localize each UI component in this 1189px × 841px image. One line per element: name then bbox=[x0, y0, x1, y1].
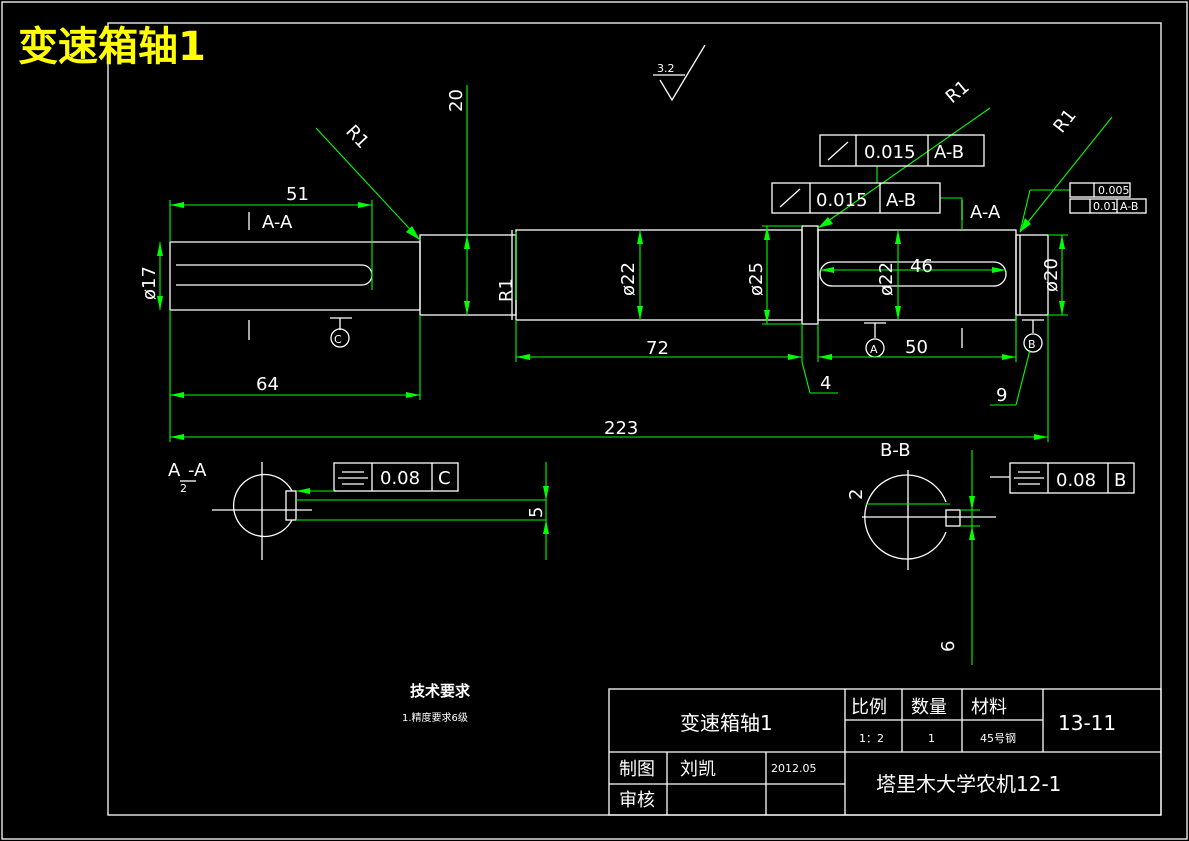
svg-text:A: A bbox=[870, 343, 878, 356]
svg-text:72: 72 bbox=[646, 338, 669, 359]
svg-text:0.08: 0.08 bbox=[380, 468, 420, 489]
svg-text:R1: R1 bbox=[1049, 105, 1080, 137]
svg-text:46: 46 bbox=[910, 256, 933, 277]
svg-text:材料: 材料 bbox=[971, 697, 1007, 718]
svg-text:0.015: 0.015 bbox=[864, 142, 916, 163]
section-view-a: A 2 -A 0.08 C bbox=[168, 460, 459, 560]
svg-text:50: 50 bbox=[905, 337, 928, 358]
svg-text:9: 9 bbox=[996, 385, 1007, 406]
drawing-title: 变速箱轴1 bbox=[18, 24, 206, 70]
title-block: 变速箱轴1 比例 数量 材料 1：2 1 45号钢 13-11 制图 刘凯 20… bbox=[608, 688, 1162, 816]
svg-text:0.005: 0.005 bbox=[1098, 184, 1130, 197]
svg-text:ø20: ø20 bbox=[1041, 258, 1062, 292]
roughness-symbol: 3.2 bbox=[653, 44, 706, 102]
svg-text:A-B: A-B bbox=[1120, 200, 1138, 213]
svg-text:塔里木大学农机12-1: 塔里木大学农机12-1 bbox=[876, 772, 1061, 796]
svg-text:A-B: A-B bbox=[934, 142, 964, 163]
datum-a: A bbox=[864, 322, 886, 358]
shaft-outline bbox=[169, 225, 1049, 325]
section-view-b: B-B 0.08 B bbox=[862, 440, 1135, 570]
svg-text:1：2: 1：2 bbox=[859, 732, 884, 745]
svg-text:比例: 比例 bbox=[851, 697, 887, 718]
svg-text:0.08: 0.08 bbox=[1056, 470, 1096, 491]
svg-text:R1: R1 bbox=[942, 76, 974, 107]
datum-b: B bbox=[1022, 319, 1044, 353]
svg-text:制图: 制图 bbox=[619, 759, 655, 780]
section-b-label: A-A bbox=[970, 202, 1001, 223]
svg-text:ø25: ø25 bbox=[746, 262, 767, 296]
svg-text:0.01: 0.01 bbox=[1093, 200, 1118, 213]
svg-text:审核: 审核 bbox=[619, 790, 655, 811]
svg-text:20: 20 bbox=[446, 89, 467, 112]
svg-text:1: 1 bbox=[928, 732, 935, 745]
svg-text:3.2: 3.2 bbox=[657, 62, 675, 75]
svg-text:5: 5 bbox=[526, 507, 547, 518]
svg-text:-A: -A bbox=[188, 460, 207, 481]
svg-text:2012.05: 2012.05 bbox=[771, 762, 817, 775]
section-a-dims: 5 bbox=[296, 462, 549, 560]
svg-text:B: B bbox=[1028, 338, 1036, 351]
svg-text:45号钢: 45号钢 bbox=[980, 732, 1016, 745]
section-a-label: A-A bbox=[262, 212, 293, 233]
svg-text:2: 2 bbox=[846, 489, 867, 500]
datum-c: C bbox=[330, 317, 352, 348]
notes-item-1: 1.精度要求6级 bbox=[402, 711, 468, 724]
svg-text:B: B bbox=[1114, 470, 1126, 491]
svg-text:数量: 数量 bbox=[911, 697, 947, 718]
svg-text:R1: R1 bbox=[341, 121, 373, 153]
svg-text:A-B: A-B bbox=[886, 190, 916, 211]
svg-text:B-B: B-B bbox=[880, 440, 911, 461]
svg-text:A: A bbox=[168, 460, 181, 481]
runout-frame-2: 0.015 A-B bbox=[771, 182, 941, 214]
runout-frame-1: 0.015 A-B bbox=[819, 134, 985, 167]
svg-text:R1: R1 bbox=[496, 278, 517, 302]
svg-text:ø22: ø22 bbox=[618, 262, 639, 296]
svg-text:0.015: 0.015 bbox=[816, 190, 868, 211]
svg-text:ø22: ø22 bbox=[876, 262, 897, 296]
svg-text:变速箱轴1: 变速箱轴1 bbox=[680, 711, 773, 735]
svg-text:刘凯: 刘凯 bbox=[680, 759, 716, 780]
svg-text:2: 2 bbox=[180, 482, 187, 495]
svg-text:C: C bbox=[438, 468, 451, 489]
small-tolerance-frames: 0.005 0.01 A-B bbox=[1069, 182, 1147, 214]
svg-text:51: 51 bbox=[286, 184, 309, 205]
svg-text:C: C bbox=[334, 333, 342, 346]
notes-heading: 技术要求 bbox=[410, 682, 471, 700]
section-b-dims: 2 6 bbox=[846, 450, 1010, 665]
svg-text:6: 6 bbox=[938, 641, 959, 652]
svg-text:4: 4 bbox=[820, 373, 831, 394]
svg-text:13-11: 13-11 bbox=[1058, 711, 1116, 735]
svg-text:64: 64 bbox=[256, 374, 279, 395]
svg-text:223: 223 bbox=[604, 418, 638, 439]
svg-text:ø17: ø17 bbox=[139, 266, 160, 300]
dimensions: 51 64 223 72 4 50 9 bbox=[139, 76, 1113, 442]
